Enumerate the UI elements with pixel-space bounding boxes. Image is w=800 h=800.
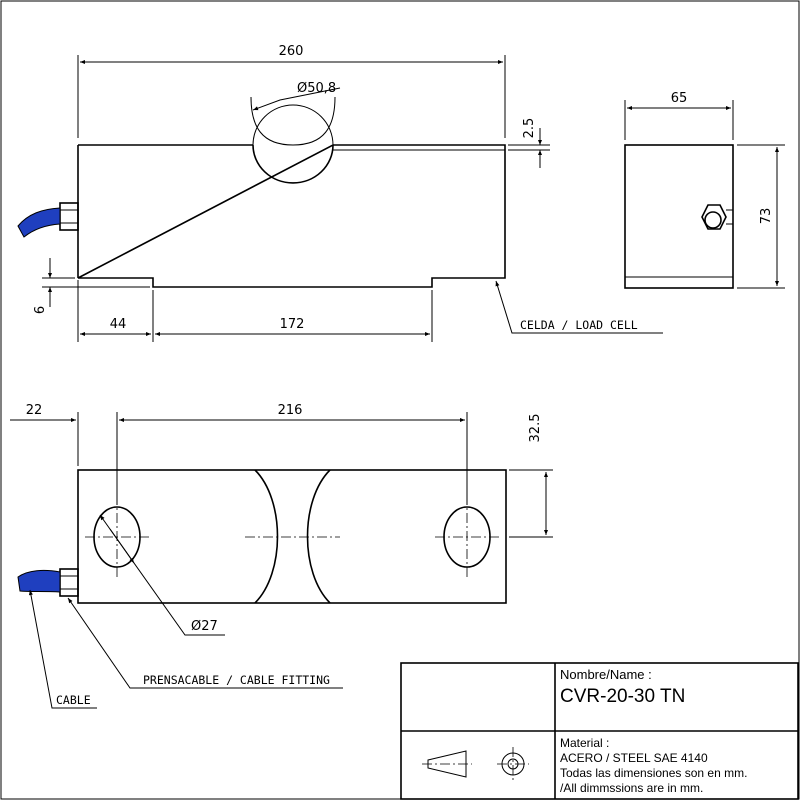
dim-hole-diameter: Ø50,8 xyxy=(297,81,336,96)
dim-height: 73 xyxy=(759,208,774,225)
dim-top-offset: 2.5 xyxy=(522,118,537,139)
truncated-cone-projection-icon xyxy=(422,750,472,778)
cable-top xyxy=(17,569,61,593)
dim-mount-spacing: 216 xyxy=(278,403,303,418)
material-value: ACERO / STEEL SAE 4140 xyxy=(560,751,708,765)
label-cable: CABLE xyxy=(56,693,91,707)
first-angle-projection-circle-icon xyxy=(497,747,529,781)
top-view: 22 216 32.5 Ø27 PRENSACABLE / CABLE FITT… xyxy=(10,403,553,709)
dim-mount-center-offset: 32.5 xyxy=(528,414,543,443)
note-es: Todas las dimensiones son en mm. xyxy=(560,766,747,780)
name-value: CVR-20-30 TN xyxy=(560,686,685,707)
dim-recess-length: 172 xyxy=(280,317,305,332)
dim-mount-hole-diameter: Ø27 xyxy=(191,619,218,634)
label-load-cell: CELDA / LOAD CELL xyxy=(520,318,638,332)
dim-base-step: 6 xyxy=(33,306,48,314)
cable-fitting-front xyxy=(59,202,79,231)
dim-left-recess: 44 xyxy=(110,317,127,332)
cable-front xyxy=(17,207,61,238)
front-view: 260 Ø50,8 2.5 6 44 172 CELDA / LOAD CELL xyxy=(17,44,663,342)
label-cable-fitting: PRENSACABLE / CABLE FITTING xyxy=(143,673,330,687)
cable-fitting-top xyxy=(59,568,79,597)
title-block: Nombre/Name : CVR-20-30 TN Material : AC… xyxy=(400,662,799,800)
dim-mount-offset: 22 xyxy=(26,403,43,418)
note-en: /All dimmssions are in mm. xyxy=(560,781,703,795)
dim-overall-length: 260 xyxy=(279,44,304,59)
name-label: Nombre/Name : xyxy=(560,667,652,682)
side-view: 65 73 xyxy=(624,91,785,289)
hex-nut-icon xyxy=(701,204,727,230)
dim-width: 65 xyxy=(671,91,688,106)
material-label: Material : xyxy=(560,736,609,750)
